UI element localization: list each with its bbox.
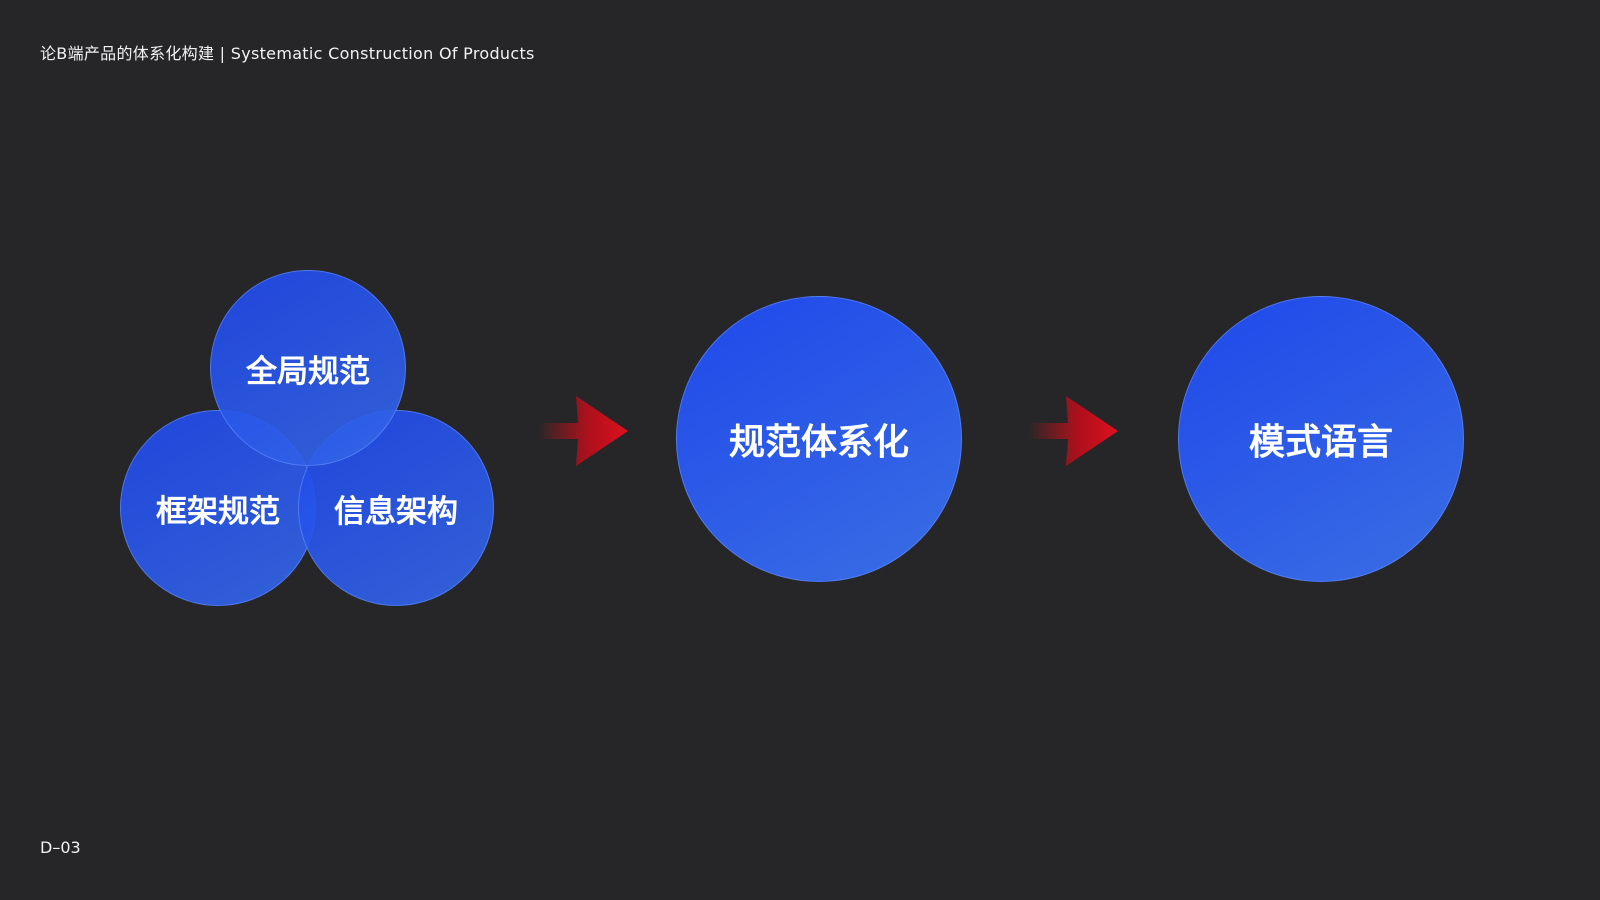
- circle-label-framework-spec: 框架规范: [156, 493, 280, 530]
- circle-spec-system: 规范体系化: [676, 296, 962, 582]
- circle-label-spec-system: 规范体系化: [728, 422, 909, 463]
- circle-label-pattern-language: 模式语言: [1248, 422, 1393, 463]
- arrow-right-icon: [1028, 396, 1118, 466]
- header-title: 论B端产品的体系化构建 | Systematic Construction Of…: [40, 44, 535, 63]
- circle-pattern-language: 模式语言: [1178, 296, 1464, 582]
- circle-label-global-spec: 全局规范: [246, 353, 370, 390]
- circle-info-architecture: 信息架构: [298, 410, 494, 606]
- arrow-right-icon: [538, 396, 628, 466]
- circle-global-spec: 全局规范: [210, 270, 406, 466]
- page-code: D–03: [40, 838, 81, 857]
- circle-label-info-architecture: 信息架构: [334, 493, 458, 530]
